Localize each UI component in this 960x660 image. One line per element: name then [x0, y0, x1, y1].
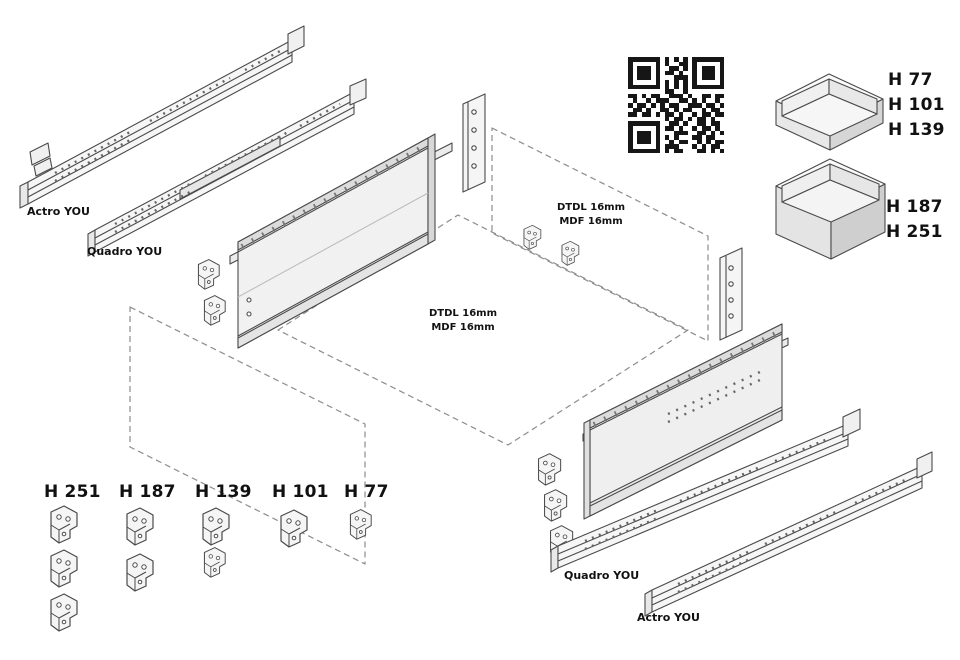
bracket-set-h139 — [202, 507, 230, 578]
mounting-bracket-icon — [561, 240, 580, 266]
slide-label-actro-bottom: Actro YOU — [637, 611, 700, 624]
bracket-set-h77 — [349, 509, 372, 540]
mounting-bracket-icon — [523, 224, 542, 250]
front-bracket-icon — [203, 295, 226, 326]
back-panel-material-note: DTDL 16mm MDF 16mm — [548, 201, 634, 229]
slide-rail-actro-top — [19, 25, 305, 209]
height-label-h139: H 139 — [888, 120, 945, 140]
bracket-clip-icon — [202, 507, 230, 546]
front-bracket-icon — [544, 489, 568, 522]
bracket-clip-icon — [280, 509, 308, 548]
back-connector-rail-left — [462, 93, 486, 193]
bracket-clip-icon — [50, 593, 78, 632]
drawer-box-shallow — [775, 73, 884, 151]
side-panel-left-face — [237, 137, 429, 349]
bracket-set-h251 — [50, 505, 78, 632]
drawer-box-deep — [775, 158, 886, 260]
side-panel-right-face — [589, 323, 783, 517]
side-panel-left-edge — [427, 133, 436, 245]
bracket-height-label-h187: H 187 — [119, 482, 176, 502]
back-panel-note-line2: MDF 16mm — [559, 216, 623, 227]
bracket-height-label-h101: H 101 — [272, 482, 329, 502]
height-label-h187: H 187 — [886, 197, 943, 217]
bottom-panel-material-note: DTDL 16mm MDF 16mm — [420, 307, 506, 335]
front-panel-outline — [129, 306, 366, 565]
front-bracket-icon — [538, 453, 562, 486]
back-panel-note-line1: DTDL 16mm — [556, 202, 626, 213]
side-panel-right-edge — [583, 419, 591, 520]
bottom-panel-note-line1: DTDL 16mm — [428, 308, 498, 319]
bracket-set-h101 — [280, 509, 308, 548]
slide-rail-quadro-top — [87, 78, 367, 257]
height-label-h101: H 101 — [888, 95, 945, 115]
bracket-clip-icon — [50, 549, 78, 588]
height-label-h77: H 77 — [888, 70, 933, 90]
height-label-h251: H 251 — [886, 222, 943, 242]
bracket-height-label-h251: H 251 — [44, 482, 101, 502]
back-connector-rail-right — [719, 247, 743, 341]
bracket-height-label-h77: H 77 — [344, 482, 389, 502]
slide-label-quadro-bottom: Quadro YOU — [564, 569, 640, 582]
back-panel-outline — [491, 127, 709, 342]
bracket-clip-icon — [349, 509, 372, 540]
bracket-set-h187 — [126, 507, 154, 592]
qr-code — [628, 57, 725, 154]
front-bracket-icon — [197, 259, 220, 290]
slide-label-quadro-top: Quadro YOU — [87, 245, 163, 258]
bracket-clip-icon — [203, 547, 226, 578]
bottom-panel-note-line2: MDF 16mm — [431, 322, 495, 333]
slide-rail-actro-bottom — [644, 451, 933, 617]
slide-rail-quadro-bottom — [550, 408, 861, 573]
bracket-clip-icon — [50, 505, 78, 544]
bracket-height-label-h139: H 139 — [195, 482, 252, 502]
slide-label-actro-top: Actro YOU — [27, 205, 90, 218]
bracket-clip-icon — [126, 507, 154, 546]
center-mounting-brackets — [523, 224, 580, 266]
bracket-clip-icon — [126, 553, 154, 592]
lower-side-panel-assembly — [538, 323, 789, 558]
upper-side-panel-assembly — [197, 133, 453, 349]
